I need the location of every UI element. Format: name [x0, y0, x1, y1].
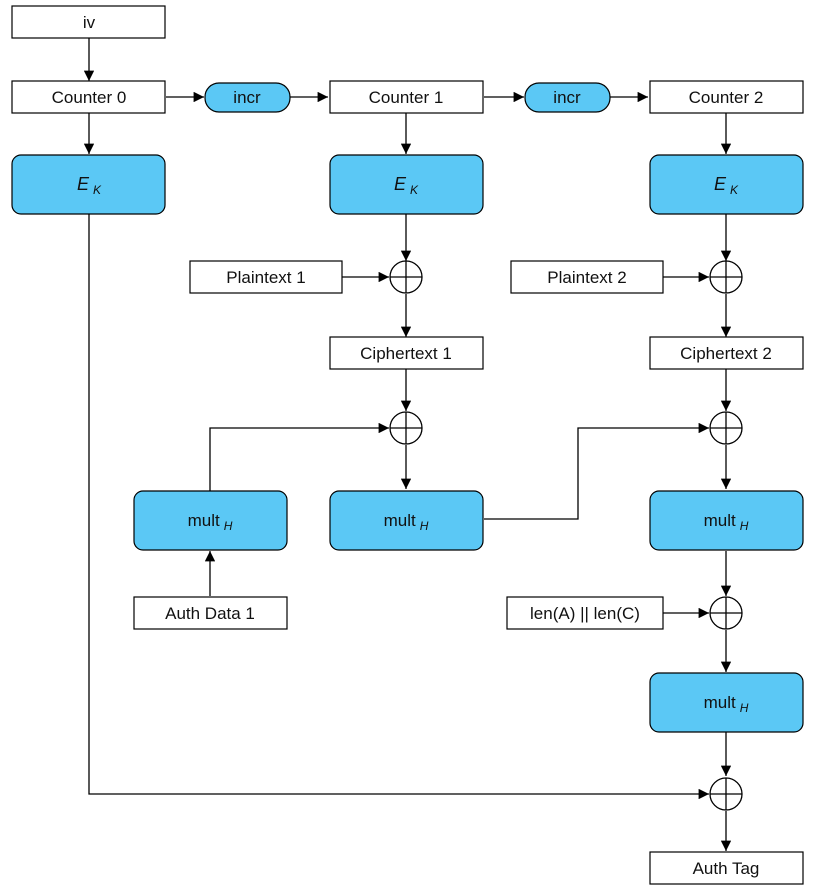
counter1-label: Counter 1: [369, 88, 444, 107]
incr2-label: incr: [553, 88, 581, 107]
incr1-block: incr: [204, 82, 291, 113]
auth-tag-label: Auth Tag: [693, 859, 760, 878]
auth-tag-box: Auth Tag: [649, 851, 804, 885]
xor4-icon: [709, 411, 743, 445]
iv-label: iv: [83, 13, 96, 32]
xor5-icon: [709, 596, 743, 630]
counter0-box: Counter 0: [11, 80, 166, 114]
connector-lines: [83, 38, 732, 851]
incr2-block: incr: [524, 82, 611, 113]
len-box: len(A) || len(C): [506, 596, 664, 630]
counter2-label: Counter 2: [689, 88, 764, 107]
arrow-mult0-to-xor3: [209, 422, 389, 491]
counter2-box: Counter 2: [649, 80, 804, 114]
plaintext2-label: Plaintext 2: [547, 268, 626, 287]
xor1-icon: [389, 260, 423, 294]
ciphertext1-box: Ciphertext 1: [329, 336, 484, 370]
arrow-mult1-to-xor4: [484, 422, 709, 520]
ciphertext2-label: Ciphertext 2: [680, 344, 772, 363]
xor3-icon: [389, 411, 423, 445]
incr1-label: incr: [233, 88, 261, 107]
counter1-box: Counter 1: [329, 80, 484, 114]
xor6-icon: [709, 777, 743, 811]
counter0-label: Counter 0: [52, 88, 127, 107]
plaintext1-box: Plaintext 1: [189, 260, 343, 294]
arrow-ek0-to-xor6: [88, 214, 709, 800]
auth-data1-label: Auth Data 1: [165, 604, 255, 623]
iv-box: iv: [11, 5, 166, 39]
plaintext2-box: Plaintext 2: [510, 260, 664, 294]
ciphertext2-box: Ciphertext 2: [649, 336, 804, 370]
xor2-icon: [709, 260, 743, 294]
auth-data1-box: Auth Data 1: [133, 596, 288, 630]
plaintext1-label: Plaintext 1: [226, 268, 305, 287]
ciphertext1-label: Ciphertext 1: [360, 344, 452, 363]
len-label: len(A) || len(C): [530, 604, 640, 623]
